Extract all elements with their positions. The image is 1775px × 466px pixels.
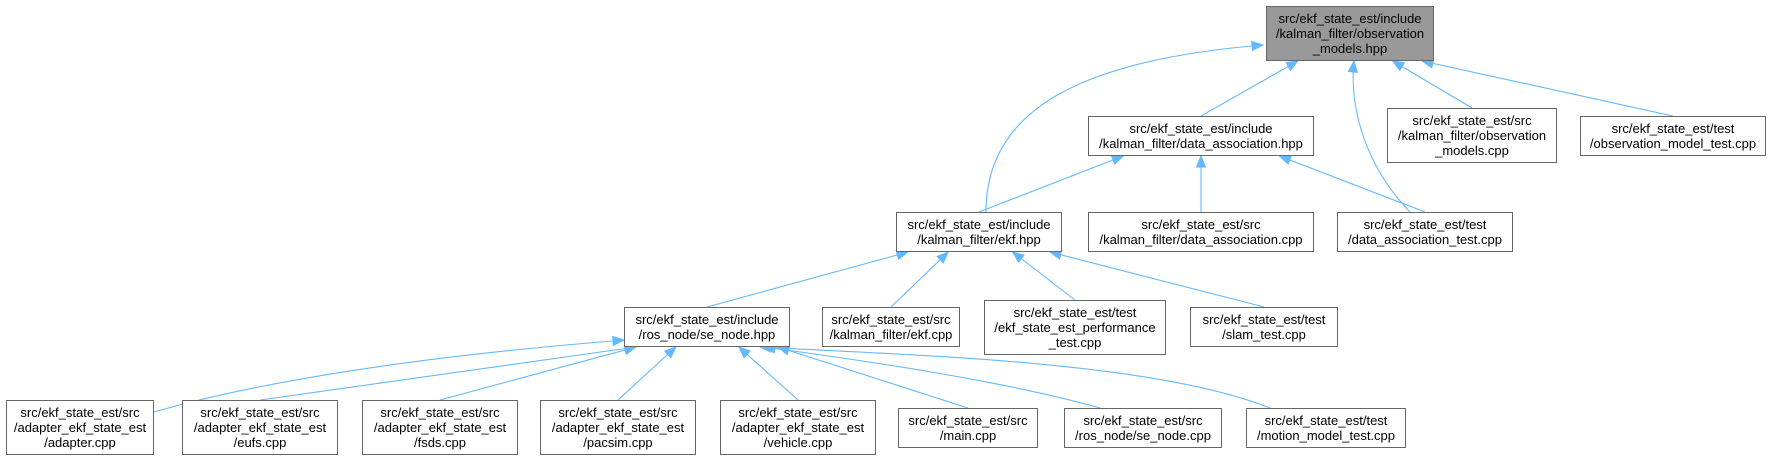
edge-slam-test-cpp-to-ekf-hpp (1049, 251, 1265, 308)
edge-pacsim-cpp-to-se-node-hpp (617, 346, 677, 401)
edge-se-node-hpp-to-ekf-hpp (706, 251, 909, 308)
node-vehicle-cpp[interactable]: src/ekf_state_est/src /adapter_ekf_state… (720, 400, 876, 455)
edge-observation-model-test-cpp-to-observation-models-hpp (1421, 60, 1674, 117)
node-ekf-hpp[interactable]: src/ekf_state_est/include /kalman_filter… (896, 212, 1062, 252)
node-main-cpp[interactable]: src/ekf_state_est/src /main.cpp (898, 408, 1038, 448)
node-label: src/ekf_state_est/include /ros_node/se_n… (635, 312, 779, 342)
node-se-node-cpp[interactable]: src/ekf_state_est/src /ros_node/se_node.… (1064, 408, 1222, 448)
arrowhead-ekf-hpp-to-observation-models-hpp (1251, 40, 1265, 52)
arrowhead-data-association-test-cpp-to-data-association-hpp (1278, 155, 1293, 166)
node-label: src/ekf_state_est/test /observation_mode… (1589, 121, 1757, 151)
node-label: src/ekf_state_est/src /adapter_ekf_state… (551, 405, 685, 450)
node-label: src/ekf_state_est/include /kalman_filter… (1275, 11, 1425, 56)
node-label: src/ekf_state_est/test /slam_test.cpp (1202, 312, 1326, 342)
arrowhead-ekf-cpp-to-ekf-hpp (936, 251, 950, 264)
edge-main-cpp-to-se-node-hpp (777, 346, 969, 409)
edge-fsds-cpp-to-se-node-hpp (439, 346, 637, 401)
node-data-association-cpp[interactable]: src/ekf_state_est/src /kalman_filter/dat… (1088, 212, 1314, 252)
node-label: src/ekf_state_est/include /kalman_filter… (907, 217, 1051, 247)
node-se-node-hpp[interactable]: src/ekf_state_est/include /ros_node/se_n… (624, 307, 790, 347)
node-motion-model-test-cpp[interactable]: src/ekf_state_est/test /motion_model_tes… (1246, 408, 1406, 448)
node-label: src/ekf_state_est/test /ekf_state_est_pe… (994, 305, 1156, 350)
edge-ekf-hpp-to-data-association-hpp (978, 155, 1124, 213)
node-label: src/ekf_state_est/src /kalman_filter/ekf… (829, 312, 953, 342)
edge-ekf-state-est-performance-test-cpp-to-ekf-hpp (1012, 251, 1076, 301)
node-adapter-cpp[interactable]: src/ekf_state_est/src /adapter_ekf_state… (6, 400, 154, 455)
edge-data-association-test-cpp-to-observation-models-hpp (1352, 60, 1411, 213)
edge-ekf-cpp-to-ekf-hpp (890, 251, 949, 308)
edge-se-node-cpp-to-se-node-hpp (763, 346, 1101, 409)
node-fsds-cpp[interactable]: src/ekf_state_est/src /adapter_ekf_state… (362, 400, 518, 455)
arrowhead-adapter-cpp-to-se-node-hpp (612, 335, 626, 347)
arrowhead-observation-models-cpp-to-observation-models-hpp (1391, 60, 1406, 72)
node-label: src/ekf_state_est/src /adapter_ekf_state… (13, 405, 147, 450)
node-label: src/ekf_state_est/src /adapter_ekf_state… (373, 405, 507, 450)
edge-adapter-cpp-to-se-node-hpp (153, 339, 625, 413)
edge-data-association-test-cpp-to-data-association-hpp (1279, 155, 1426, 213)
edge-observation-models-cpp-to-observation-models-hpp (1392, 60, 1473, 109)
edge-eufs-cpp-to-se-node-hpp (259, 346, 637, 401)
node-data-association-test-cpp[interactable]: src/ekf_state_est/test /data_association… (1337, 212, 1513, 252)
node-label: src/ekf_state_est/src /kalman_filter/obs… (1397, 113, 1547, 158)
edge-data-association-hpp-to-observation-models-hpp (1200, 60, 1299, 117)
node-label: src/ekf_state_est/test /data_association… (1348, 217, 1502, 247)
edge-vehicle-cpp-to-se-node-hpp (738, 346, 799, 401)
node-ekf-cpp[interactable]: src/ekf_state_est/src /kalman_filter/ekf… (822, 307, 960, 347)
arrowhead-vehicle-cpp-to-se-node-hpp (737, 346, 751, 359)
node-label: src/ekf_state_est/src /ros_node/se_node.… (1075, 413, 1211, 443)
node-ekf-state-est-performance-test-cpp[interactable]: src/ekf_state_est/test /ekf_state_est_pe… (984, 300, 1166, 355)
arrowhead-pacsim-cpp-to-se-node-hpp (663, 346, 677, 359)
arrowhead-ekf-state-est-performance-test-cpp-to-ekf-hpp (1011, 251, 1025, 264)
node-label: src/ekf_state_est/src /kalman_filter/dat… (1099, 217, 1303, 247)
node-observation-model-test-cpp[interactable]: src/ekf_state_est/test /observation_mode… (1580, 116, 1766, 156)
node-label: src/ekf_state_est/src /adapter_ekf_state… (193, 405, 327, 450)
edge-motion-model-test-cpp-to-se-node-hpp (759, 346, 1271, 409)
node-eufs-cpp[interactable]: src/ekf_state_est/src /adapter_ekf_state… (182, 400, 338, 455)
node-data-association-hpp[interactable]: src/ekf_state_est/include /kalman_filter… (1088, 116, 1314, 156)
node-observation-models-cpp[interactable]: src/ekf_state_est/src /kalman_filter/obs… (1387, 108, 1557, 163)
node-pacsim-cpp[interactable]: src/ekf_state_est/src /adapter_ekf_state… (540, 400, 696, 455)
node-label: src/ekf_state_est/src /main.cpp (908, 413, 1028, 443)
arrowhead-data-association-test-cpp-to-observation-models-hpp (1347, 59, 1359, 73)
node-label: src/ekf_state_est/test /motion_model_tes… (1256, 413, 1396, 443)
node-slam-test-cpp[interactable]: src/ekf_state_est/test /slam_test.cpp (1190, 307, 1338, 347)
arrowhead-data-association-hpp-to-observation-models-hpp (1285, 60, 1299, 72)
arrowhead-data-association-cpp-to-data-association-hpp (1195, 154, 1207, 168)
node-observation-models-hpp: src/ekf_state_est/include /kalman_filter… (1266, 6, 1434, 61)
arrowhead-ekf-hpp-to-data-association-hpp (1110, 155, 1125, 166)
node-label: src/ekf_state_est/src /adapter_ekf_state… (731, 405, 865, 450)
edge-ekf-hpp-to-observation-models-hpp (985, 44, 1264, 213)
node-label: src/ekf_state_est/include /kalman_filter… (1099, 121, 1303, 151)
